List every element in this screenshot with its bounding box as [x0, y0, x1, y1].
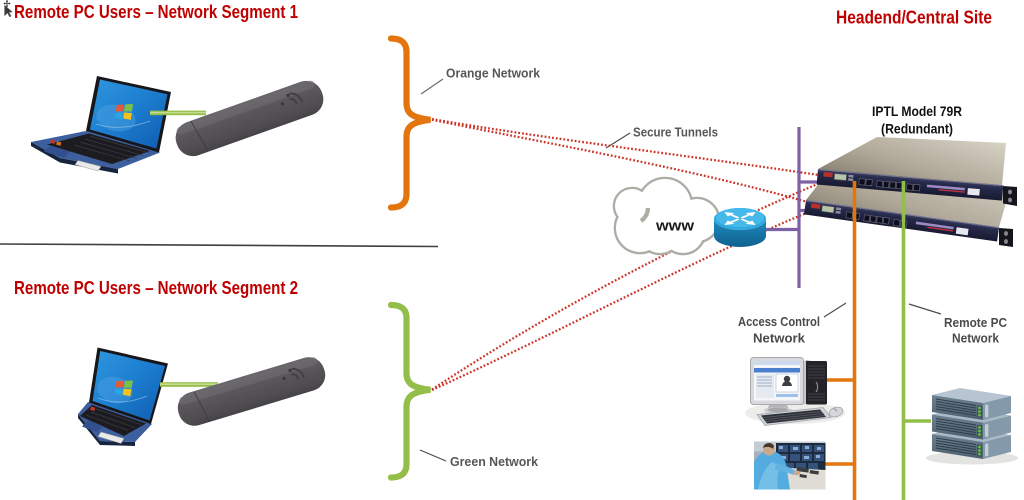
svg-text:Secure Tunnels: Secure Tunnels [633, 125, 718, 140]
svg-text:Network: Network [952, 331, 1000, 346]
svg-text:Orange Network: Orange Network [446, 66, 541, 81]
svg-text:www: www [655, 219, 695, 235]
svg-text:Remote PC Users – Network Segm: Remote PC Users – Network Segment 1 [14, 2, 298, 22]
svg-text:Headend/Central Site: Headend/Central Site [836, 8, 992, 28]
svg-text:Green Network: Green Network [450, 454, 539, 469]
svg-text:Remote PC Users – Network Segm: Remote PC Users – Network Segment 2 [14, 278, 298, 298]
svg-text:Network: Network [753, 331, 806, 346]
svg-text:Remote PC: Remote PC [944, 315, 1008, 330]
svg-text:Access Control: Access Control [738, 314, 820, 329]
svg-text:IPTL Model 79R: IPTL Model 79R [872, 103, 962, 119]
svg-text:(Redundant): (Redundant) [881, 121, 953, 137]
